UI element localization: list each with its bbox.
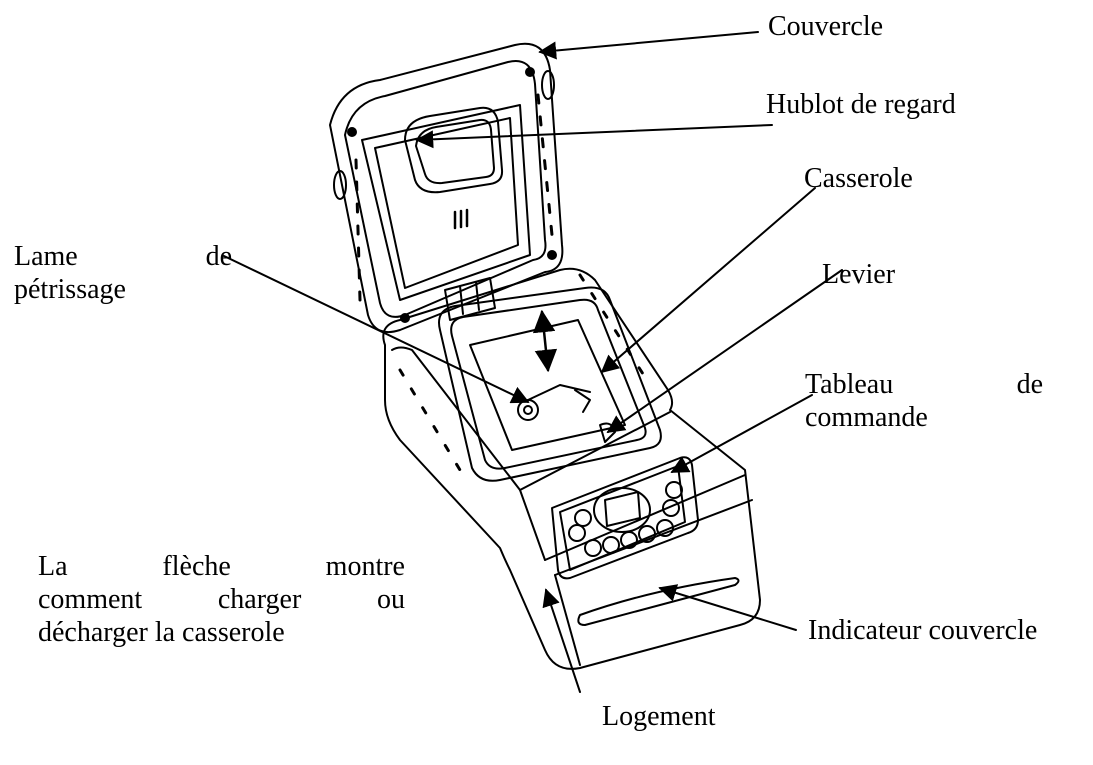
label-fleche-word: ou xyxy=(376,584,405,615)
label-lame-word: de xyxy=(205,241,232,272)
indicateur-callout xyxy=(658,584,797,631)
label-lame-de-petrissage: Lame de pétrissage xyxy=(14,240,232,306)
label-lame-word: pétrissage xyxy=(14,274,126,305)
label-hublot-de-regard: Hublot de regard xyxy=(766,89,956,120)
logement-callout xyxy=(542,588,581,693)
label-fleche-word: décharger la casserole xyxy=(38,617,285,648)
body xyxy=(382,267,761,670)
levier-callout xyxy=(606,269,843,434)
label-casserole: Casserole xyxy=(804,163,913,194)
control-panel xyxy=(551,456,740,626)
label-indicateur-couvercle: Indicateur couvercle xyxy=(808,615,1038,646)
label-fleche-word: charger xyxy=(217,584,302,615)
label-logement: Logement xyxy=(602,701,716,732)
label-fleche-explication: La flèche montre comment charger ou déch… xyxy=(38,550,405,649)
label-tableau-word: Tableau xyxy=(805,369,894,400)
label-fleche-word: La xyxy=(38,551,68,582)
pan xyxy=(438,286,662,482)
label-tableau-word: de xyxy=(1016,369,1043,400)
label-fleche-word: comment xyxy=(38,584,143,615)
label-fleche-word: montre xyxy=(325,551,405,582)
hublot-callout xyxy=(415,124,773,149)
label-levier: Levier xyxy=(822,259,896,290)
couvercle-callout xyxy=(538,31,759,60)
casserole-callout xyxy=(600,187,816,374)
label-tableau-word: commande xyxy=(805,402,928,433)
label-tableau-de-commande: Tableau de commande xyxy=(805,368,1043,434)
label-lame-word: Lame xyxy=(14,241,78,272)
label-fleche-word: flèche xyxy=(162,551,231,582)
tableau-callout xyxy=(670,394,813,473)
label-couvercle: Couvercle xyxy=(768,11,884,42)
lid xyxy=(329,42,564,334)
lame-callout xyxy=(223,255,530,404)
load-unload-arrow xyxy=(532,309,558,373)
